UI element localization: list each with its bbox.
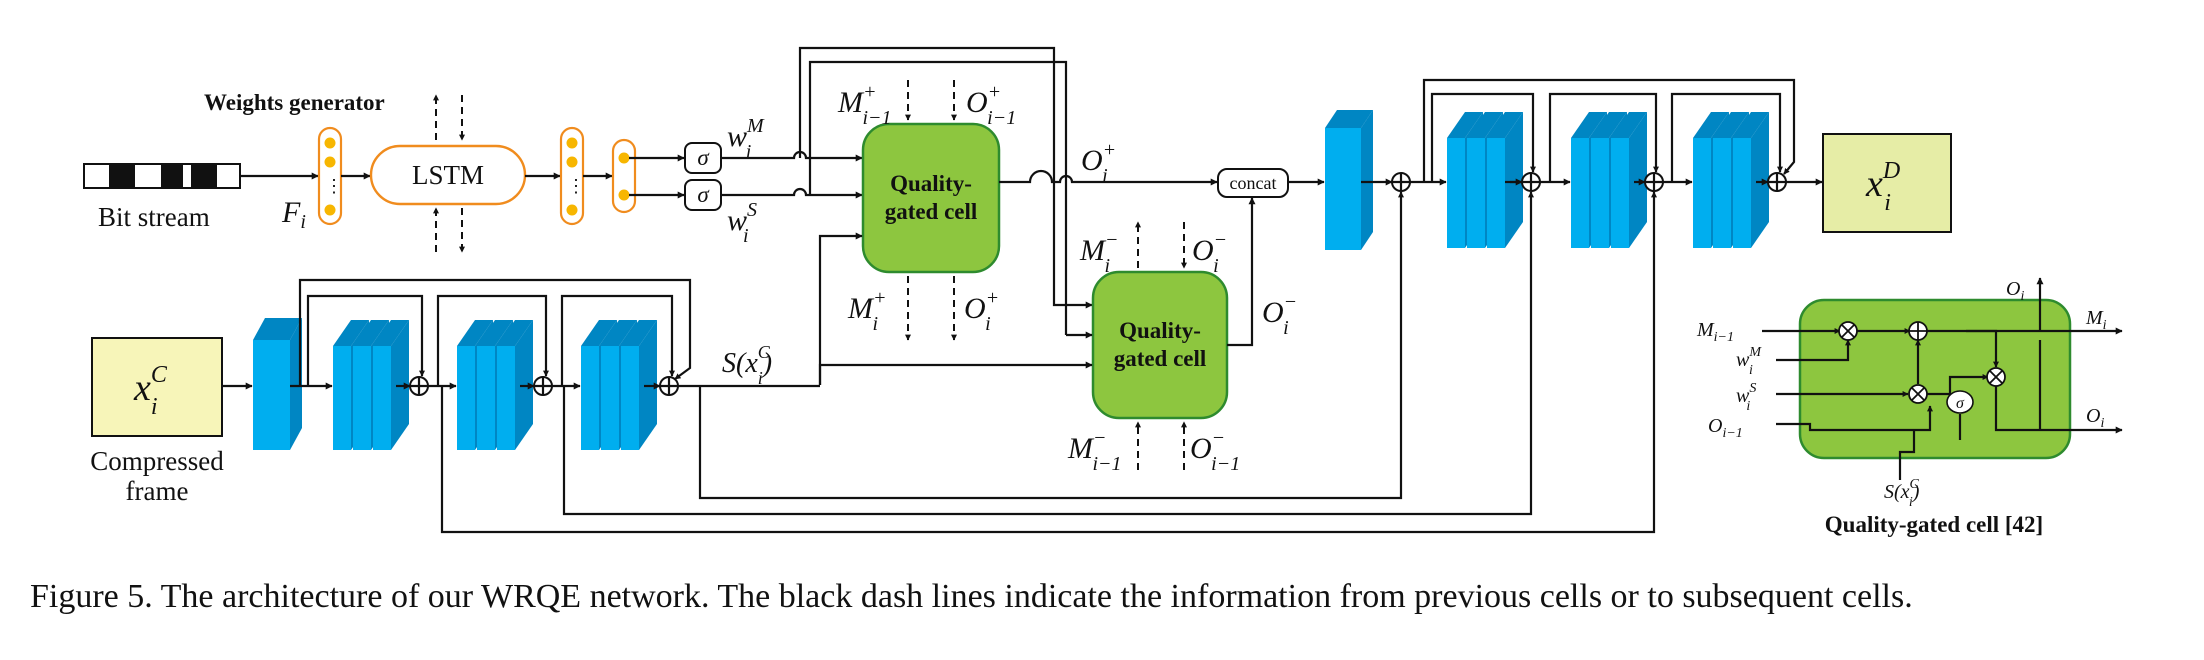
o-prev-plus-label: O+i−1 (966, 81, 1016, 129)
conv-layer-input (253, 318, 302, 450)
inset-quality-gated-cell (1798, 298, 2072, 460)
weight-vector (611, 138, 637, 214)
svg-text:gated cell: gated cell (885, 199, 978, 224)
inset-multiply-node-3 (1986, 367, 2006, 387)
figure-caption: Figure 5. The architecture of our WRQE n… (30, 578, 1913, 615)
sum-node-2 (1521, 172, 1541, 192)
svg-text:Oi−1: Oi−1 (1708, 415, 1743, 441)
o-plus-label: O+i (964, 287, 999, 335)
svg-text:Quality-: Quality- (890, 171, 972, 196)
svg-text:⋮: ⋮ (325, 176, 343, 196)
conv-layer-after-concat (1325, 110, 1373, 250)
enhanced-frame-box (1822, 133, 1952, 233)
m-prev-plus-label: M+i−1 (837, 81, 892, 129)
conv-stack-encoder-1 (333, 320, 409, 450)
lstm-output-vector: ⋮ (559, 126, 585, 226)
inset-multiply-node-2 (1908, 384, 1928, 404)
fi-label: Fi (281, 196, 306, 233)
weights-generator-title: Weights generator (204, 90, 385, 115)
conv-stack-decoder-2 (1571, 112, 1647, 248)
svg-text:Oi: Oi (2086, 405, 2104, 431)
bit-stream-bar (83, 163, 241, 189)
lstm-label: LSTM (412, 160, 484, 190)
svg-text:wSi: wSi (1736, 381, 1756, 414)
m-minus-label: M−i (1079, 229, 1119, 277)
o-prev-minus-label: O−i−1 (1190, 427, 1240, 475)
svg-text:S(xCi): S(xCi) (1884, 477, 1920, 510)
conv-stack-decoder-3 (1693, 112, 1769, 248)
quality-gated-cell-backward (1091, 270, 1229, 420)
sum-node-enc-1 (409, 376, 429, 396)
conv-stack-decoder-1 (1447, 112, 1523, 248)
inset-multiply-node-1 (1838, 321, 1858, 341)
sum-node-enc-3 (659, 376, 679, 396)
svg-text:Mi−1: Mi−1 (1696, 319, 1734, 345)
svg-text:gated cell: gated cell (1114, 346, 1207, 371)
feature-vector-fi: ⋮ (317, 126, 343, 226)
sum-node-3 (1644, 172, 1664, 192)
svg-text:σ: σ (697, 182, 710, 207)
inset-sum-node (1908, 321, 1928, 341)
compressed-frame-label-2: frame (126, 476, 189, 506)
compressed-frame-box (91, 337, 223, 437)
svg-text:⋮: ⋮ (567, 176, 585, 196)
compressed-frame-label: Compressed (90, 446, 224, 476)
svg-text:Mi: Mi (2085, 307, 2107, 333)
wrqe-architecture-diagram: Weights generator Bit stream ⋮ Fi LSTM ⋮ (83, 46, 2123, 537)
sum-node-1 (1391, 172, 1411, 192)
o-plus-out-label: O+i (1081, 139, 1116, 187)
svg-text:wMi: wMi (1736, 345, 1762, 378)
m-plus-label: M+i (847, 287, 887, 335)
svg-text:σ: σ (1956, 395, 1965, 412)
conv-stack-encoder-3 (581, 320, 657, 450)
sum-node-4 (1767, 172, 1787, 192)
o-minus-out-label: O−i (1262, 291, 1297, 339)
inset-title: Quality-gated cell [42] (1825, 512, 2043, 537)
quality-gated-cell-forward (861, 122, 1001, 274)
m-prev-minus-label: M−i−1 (1067, 427, 1122, 475)
svg-text:Quality-: Quality- (1119, 318, 1201, 343)
svg-text:Oi: Oi (2006, 278, 2024, 304)
bit-stream-label: Bit stream (98, 202, 210, 232)
svg-text:σ: σ (697, 145, 710, 170)
sum-node-enc-2 (533, 376, 553, 396)
svg-text:concat: concat (1230, 173, 1277, 193)
o-minus-label: O−i (1192, 229, 1227, 277)
